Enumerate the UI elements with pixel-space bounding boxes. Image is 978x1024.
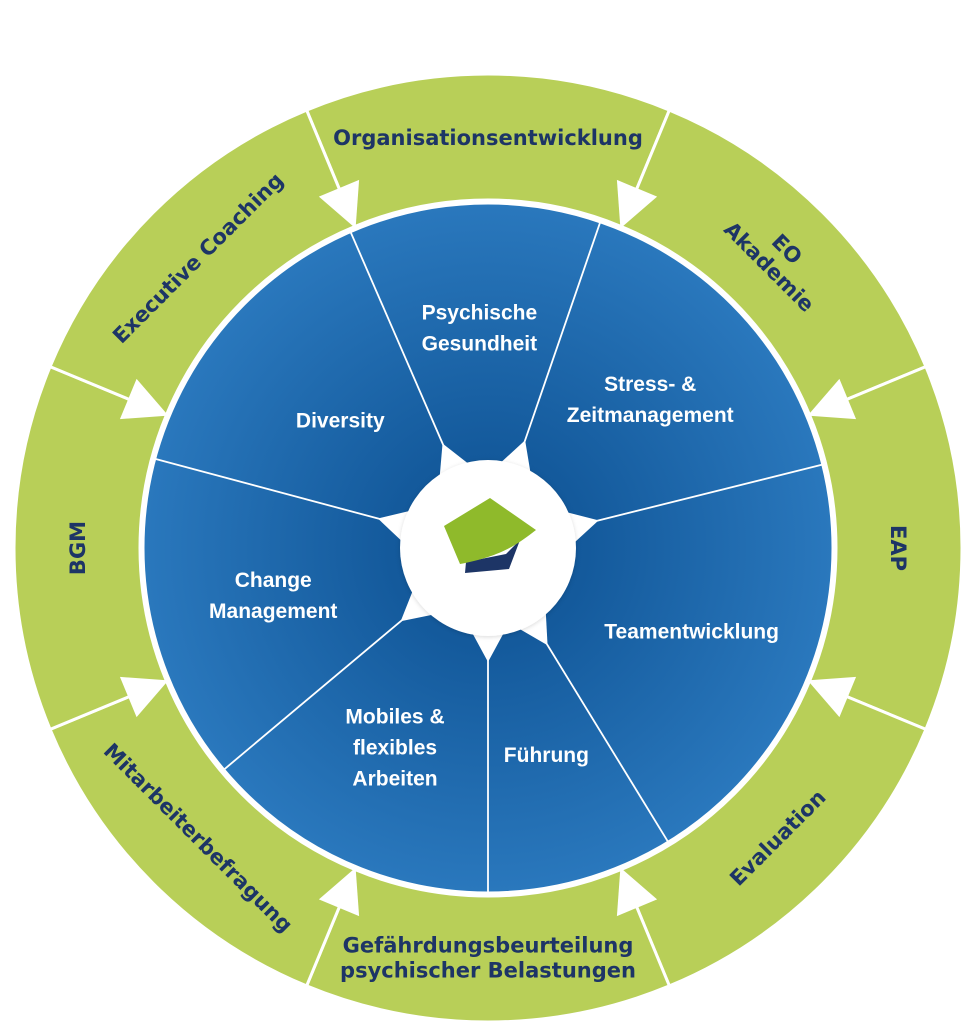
outer-label-text: Gefährdungsbeurteilung xyxy=(343,934,634,958)
outer-label-eap: EAP xyxy=(886,525,910,571)
outer-label-text: Organisationsentwicklung xyxy=(333,126,643,150)
inner-label-text: Arbeiten xyxy=(352,767,437,790)
inner-label-text: Teamentwicklung xyxy=(604,620,779,643)
outer-segment-notch xyxy=(807,676,857,718)
outer-label-bgm: BGM xyxy=(66,521,90,575)
inner-label-text: Mobiles & xyxy=(345,705,444,728)
pentagon-logo-icon xyxy=(444,498,536,573)
outer-label-organisationsentwicklung: Organisationsentwicklung xyxy=(333,126,643,150)
outer-segment-notch xyxy=(807,378,857,420)
inner-segment-divider xyxy=(578,463,823,527)
outer-segment xyxy=(48,108,357,417)
inner-label-text: Diversity xyxy=(296,410,385,433)
inner-label-text: Stress- & xyxy=(604,373,696,396)
inner-label-text: flexibles xyxy=(353,736,437,759)
logo-navy-shape xyxy=(465,540,520,573)
outer-ring xyxy=(12,72,964,1024)
outer-segment-notch xyxy=(616,179,658,229)
inner-label-text: Zeitmanagement xyxy=(567,404,734,427)
outer-label-text: EAP xyxy=(886,525,910,571)
inner-label-text: Führung xyxy=(504,744,589,767)
outer-label-text: psychischer Belastungen xyxy=(340,959,636,983)
inner-segment-divider xyxy=(349,231,452,463)
inner-label-diversity: Diversity xyxy=(296,410,385,433)
outer-label-text: BGM xyxy=(66,521,90,575)
inner-label-stress-zeitmanagement: Stress- & Zeitmanagement xyxy=(567,373,734,427)
inner-segment-divider xyxy=(154,457,398,525)
inner-label-fuehrung: Führung xyxy=(504,744,589,767)
outer-segment-notch xyxy=(119,676,169,718)
logo-green-shape xyxy=(444,498,536,564)
inner-segment-divider xyxy=(536,627,670,843)
outer-segment-notch xyxy=(119,378,169,420)
inner-label-text: Psychische xyxy=(422,302,538,325)
outer-segment-notch xyxy=(318,867,360,917)
inner-label-teamentwicklung: Teamentwicklung xyxy=(604,620,779,643)
hub-point xyxy=(469,627,507,662)
outer-segment-notch xyxy=(616,867,658,917)
inner-label-text: Gesundheit xyxy=(422,333,538,356)
outer-segment-notch xyxy=(318,179,360,229)
inner-segment-divider xyxy=(223,607,417,771)
inner-segment-divider xyxy=(517,221,602,460)
inner-label-text: Change xyxy=(235,569,312,592)
inner-label-text: Management xyxy=(209,600,337,623)
center-hub xyxy=(377,440,599,662)
